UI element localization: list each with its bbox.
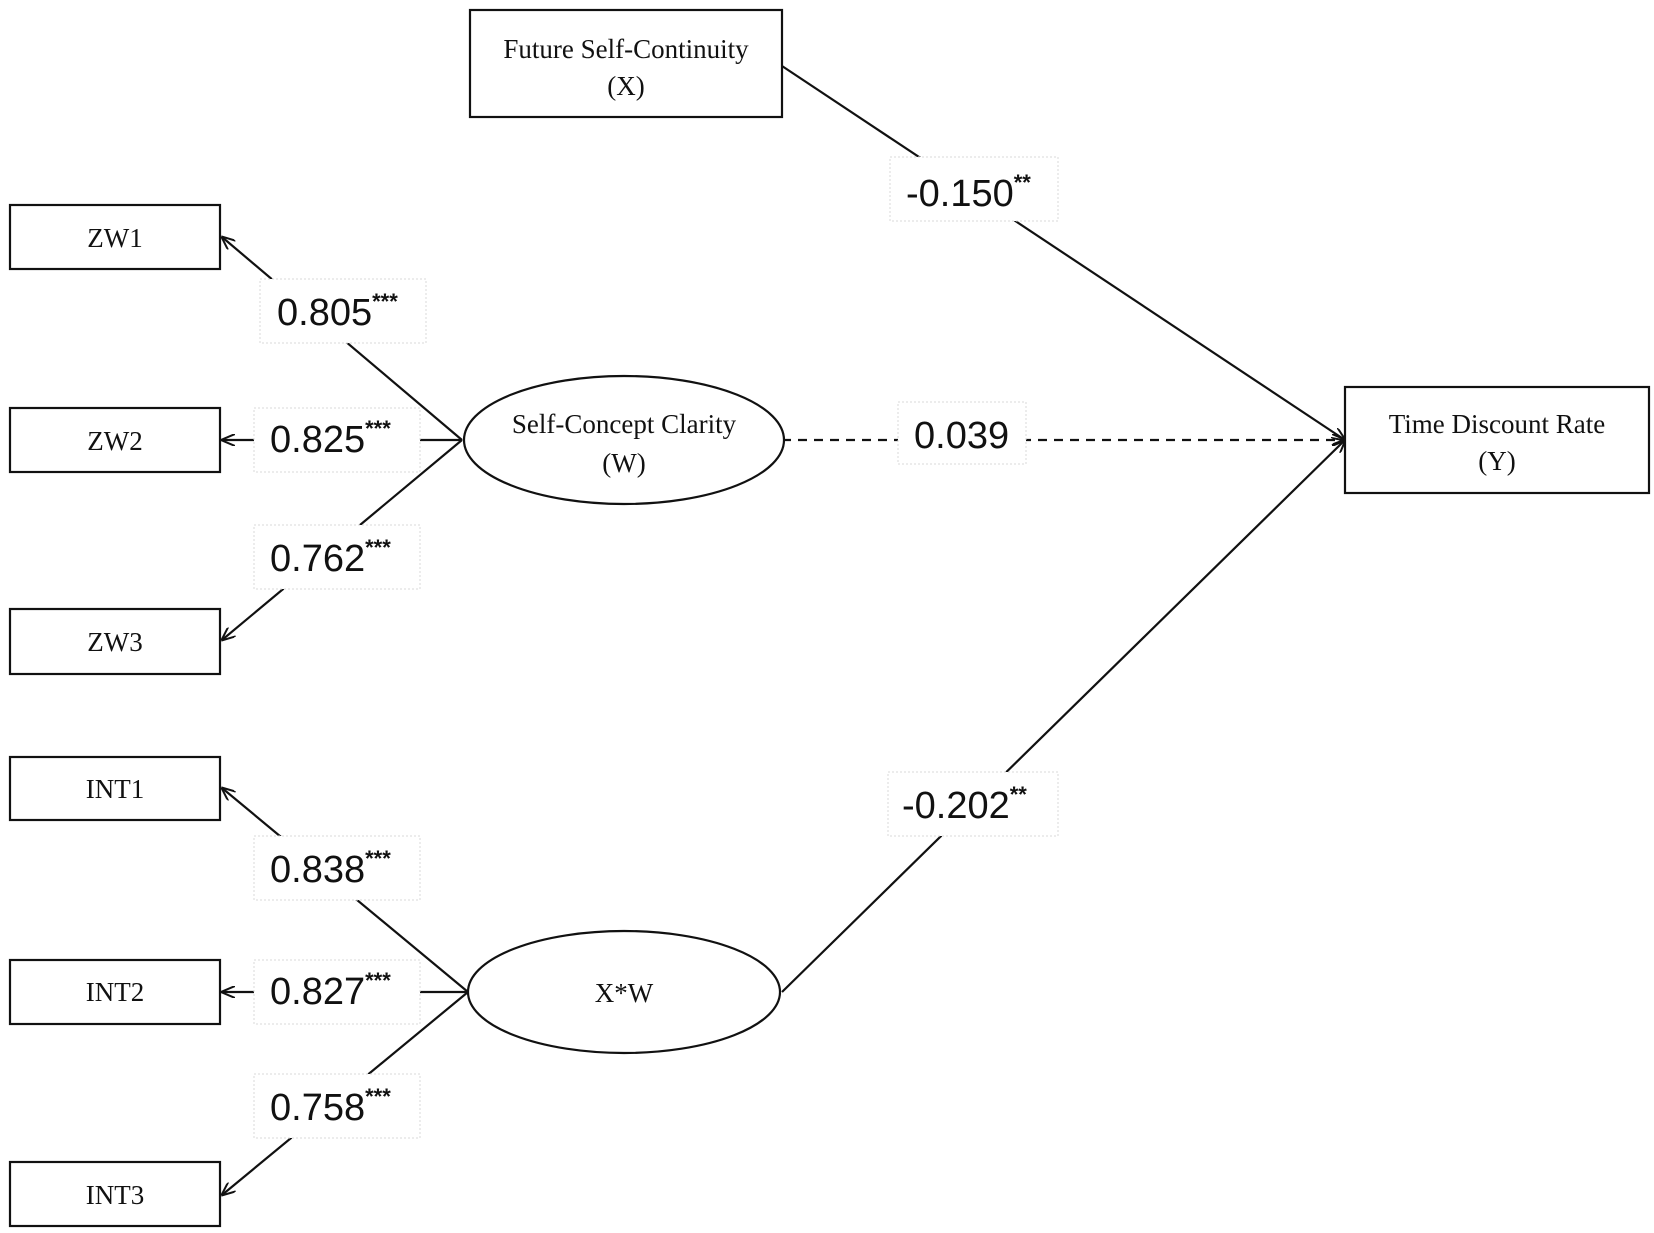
- loading-zw3: 0.762***: [253, 524, 421, 590]
- loading-int3: 0.758***: [253, 1073, 421, 1139]
- node-zw2: ZW2: [8, 406, 222, 474]
- loading-int2: 0.827***: [253, 959, 421, 1025]
- svg-text:(W): (W): [602, 448, 645, 478]
- node-int3: INT3: [8, 1160, 222, 1228]
- node-interaction-xw: X*W: [466, 929, 782, 1055]
- svg-text:(Y): (Y): [1478, 446, 1515, 476]
- svg-text:X*W: X*W: [595, 978, 654, 1008]
- node-zw1: ZW1: [8, 203, 222, 271]
- svg-text:0.827***: 0.827***: [270, 968, 391, 1013]
- svg-text:INT2: INT2: [86, 977, 144, 1007]
- svg-text:0.825***: 0.825***: [270, 416, 391, 461]
- edge-xw-to-y: [781, 440, 1345, 993]
- svg-text:-0.150**: -0.150**: [906, 170, 1031, 215]
- svg-text:ZW1: ZW1: [87, 223, 142, 253]
- svg-text:-0.202**: -0.202**: [902, 782, 1027, 827]
- svg-text:0.758***: 0.758***: [270, 1084, 391, 1129]
- coef-x-to-y: -0.150**: [889, 156, 1059, 222]
- svg-text:Future Self-Continuity: Future Self-Continuity: [503, 34, 749, 64]
- loading-zw1: 0.805***: [259, 278, 427, 344]
- svg-text:0.039: 0.039: [914, 415, 1009, 457]
- svg-text:ZW2: ZW2: [87, 426, 142, 456]
- svg-text:(X): (X): [607, 71, 644, 101]
- node-future-self-continuity: Future Self-Continuity (X): [468, 8, 784, 119]
- node-int2: INT2: [8, 958, 222, 1026]
- svg-text:0.762***: 0.762***: [270, 535, 391, 580]
- svg-text:INT3: INT3: [86, 1180, 144, 1210]
- loading-int1: 0.838***: [253, 835, 421, 901]
- node-zw3: ZW3: [8, 607, 222, 676]
- svg-text:Self-Concept Clarity: Self-Concept Clarity: [512, 409, 737, 439]
- coef-xw-to-y: -0.202**: [887, 771, 1059, 837]
- node-time-discount-rate: Time Discount Rate (Y): [1343, 385, 1651, 495]
- node-self-concept-clarity: Self-Concept Clarity (W): [462, 374, 786, 506]
- svg-text:0.838***: 0.838***: [270, 846, 391, 891]
- svg-text:ZW3: ZW3: [87, 627, 142, 657]
- svg-text:Time Discount Rate: Time Discount Rate: [1389, 409, 1606, 439]
- loading-zw2: 0.825***: [253, 407, 421, 473]
- node-int1: INT1: [8, 755, 222, 822]
- edge-x-to-y: [781, 65, 1345, 440]
- coef-w-to-y: 0.039: [897, 401, 1027, 465]
- svg-text:0.805***: 0.805***: [277, 289, 398, 334]
- svg-text:INT1: INT1: [86, 774, 144, 804]
